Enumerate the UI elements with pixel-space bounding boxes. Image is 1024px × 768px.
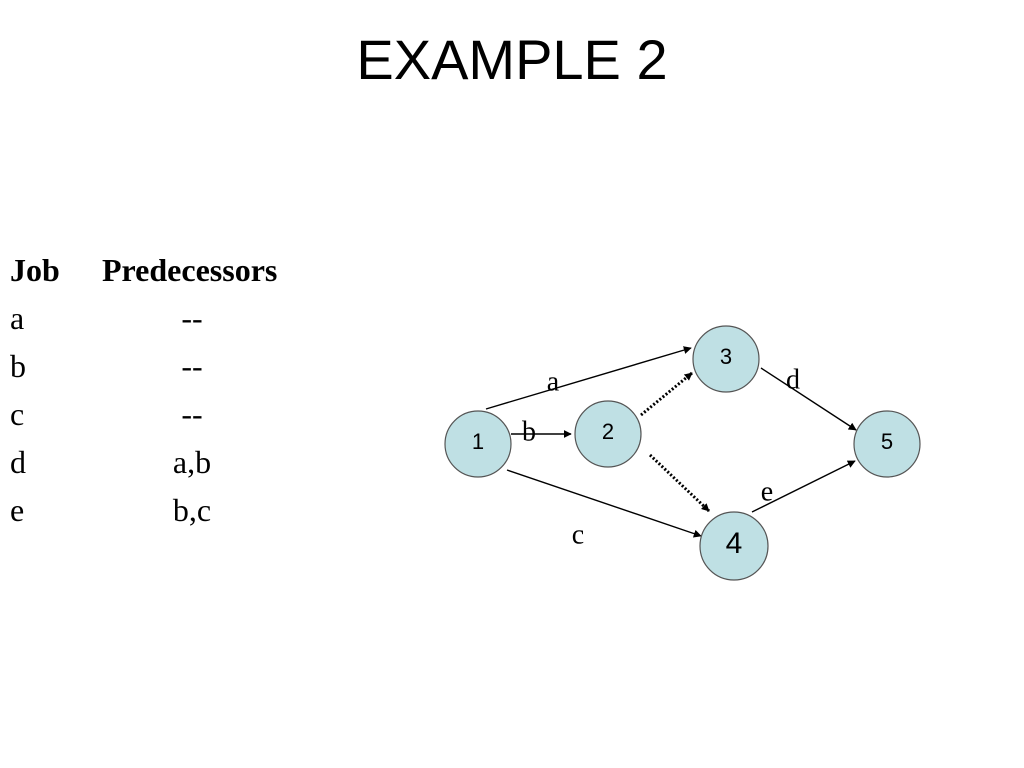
node-circle <box>574 400 642 468</box>
edge-3-5 <box>760 367 857 431</box>
node-4: 4 <box>699 511 769 581</box>
node-3: 3 <box>692 325 760 393</box>
node-label: 1 <box>472 429 484 454</box>
edge-1-4 <box>506 469 702 538</box>
dummy-edge-2-3 <box>640 371 693 417</box>
node-circle <box>444 410 512 478</box>
edge-label-b: b <box>522 416 536 447</box>
job-cell: c <box>10 396 25 432</box>
predecessors-cell: -- <box>181 348 203 384</box>
node-1: 1 <box>444 410 512 478</box>
predecessors-cell: b,c <box>172 492 212 528</box>
header-job: Job <box>10 252 60 288</box>
node-circle <box>699 511 769 581</box>
job-cell: a <box>10 300 25 336</box>
predecessors-cell: -- <box>181 300 203 336</box>
node-2: 2 <box>574 400 642 468</box>
predecessors-cell: -- <box>181 396 203 432</box>
predecessors-cell: a,b <box>172 444 212 480</box>
job-cell: d <box>10 444 26 480</box>
nodes-layer: 1 2 3 4 5 <box>444 325 921 581</box>
node-circle <box>853 410 921 478</box>
edge-label-c: c <box>572 519 584 550</box>
node-circle <box>692 325 760 393</box>
node-label: 5 <box>881 429 893 454</box>
node-label: 4 <box>726 527 743 560</box>
job-cell: e <box>10 492 25 528</box>
node-label: 2 <box>602 419 614 444</box>
job-cell: b <box>10 348 26 384</box>
edge-label-e: e <box>761 476 773 507</box>
edge-4-5 <box>751 460 856 513</box>
edge-label-d: d <box>786 364 800 395</box>
node-5: 5 <box>853 410 921 478</box>
dummy-edge-2-4 <box>648 453 711 513</box>
slide-title: EXAMPLE 2 <box>356 28 668 91</box>
edges-layer: ab c d e <box>485 346 857 550</box>
edge-label-a: a <box>547 366 560 397</box>
node-label: 3 <box>720 344 732 369</box>
header-predecessors: Predecessors <box>102 252 278 288</box>
edge-1-3 <box>485 346 692 410</box>
